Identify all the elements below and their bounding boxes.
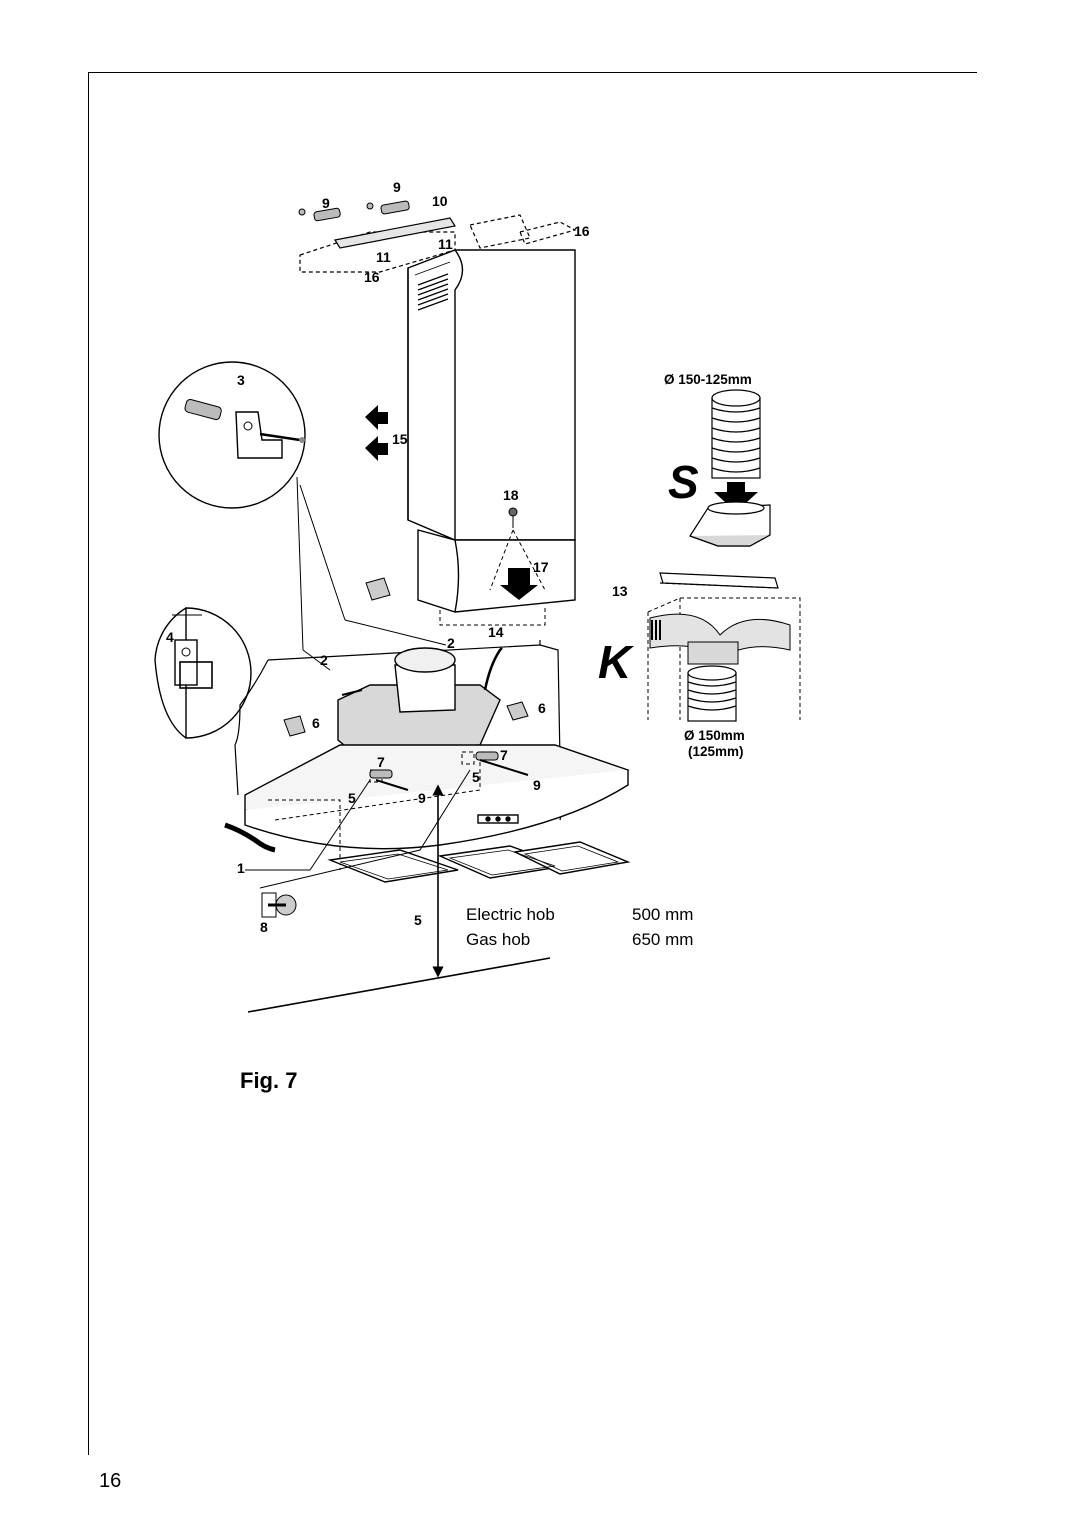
k-ceiling-box	[647, 597, 801, 720]
callout-6-left: 6	[312, 715, 320, 731]
ducting-roll-k	[687, 665, 737, 722]
hob-type-gas: Gas hob	[466, 930, 530, 949]
lower-chimney	[417, 529, 576, 613]
arrow-17	[500, 568, 538, 600]
hob-distance-electric: 500 mm	[632, 905, 693, 924]
leader-lines-left	[245, 769, 471, 889]
diameter-label-bottom-alt: (125mm)	[688, 744, 744, 759]
callout-5-distance: 5	[414, 912, 422, 928]
callout-9-top: 9	[393, 179, 401, 195]
hob-type-electric: Electric hob	[466, 905, 555, 924]
callout-5-mid: 5	[472, 769, 480, 785]
brackets-6	[283, 577, 529, 737]
ducting-roll	[711, 389, 761, 479]
callout-3: 3	[237, 372, 245, 388]
callout-17: 17	[533, 559, 549, 575]
callout-8: 8	[260, 919, 268, 935]
chimney-vent-slots	[417, 273, 449, 311]
callout-1: 1	[237, 860, 245, 876]
diameter-label-top: Ø 150-125mm	[664, 372, 752, 387]
arrow-down-s	[714, 482, 758, 512]
hob-distance-gas: 650 mm	[632, 930, 693, 949]
config-letter-k: K	[598, 636, 634, 688]
callout-5-left: 5	[348, 790, 356, 806]
upper-chimney	[407, 249, 576, 541]
page-number: 16	[99, 1470, 122, 1492]
callout-4: 4	[166, 629, 174, 645]
figure-caption: Fig. 7	[240, 1068, 298, 1093]
motor-housing	[337, 647, 501, 751]
config-letter-s: S	[668, 456, 699, 508]
callout-16-right: 16	[574, 223, 590, 239]
mounting-bar-13	[659, 572, 779, 589]
item-1-flex	[224, 822, 276, 853]
item-8-screw	[261, 892, 297, 918]
callout-14: 14	[488, 624, 504, 640]
screw-18	[508, 507, 518, 528]
page-frame-left	[88, 72, 89, 1455]
detail-circle-4	[154, 607, 252, 739]
screws-9-lower	[375, 759, 529, 791]
callout-18: 18	[503, 487, 519, 503]
callout-9-lower-left: 9	[418, 790, 426, 806]
grease-filters	[327, 841, 631, 883]
arrows-15	[365, 405, 388, 461]
callout-7-left: 7	[377, 754, 385, 770]
callout-2-right: 2	[447, 635, 455, 651]
diameter-label-bottom: Ø 150mm	[684, 728, 745, 743]
outlet-adapter	[689, 501, 771, 547]
callout-9-lower-right: 9	[533, 777, 541, 793]
callout-13: 13	[612, 583, 628, 599]
callout-2-left: 2	[320, 652, 328, 668]
hob-line	[247, 957, 551, 1013]
callout-9-left: 9	[322, 195, 330, 211]
callout-6-right: 6	[538, 700, 546, 716]
wall-plugs-lower	[369, 751, 499, 779]
callout-15: 15	[392, 431, 408, 447]
detail-circle-3	[158, 361, 306, 509]
callout-7-right: 7	[500, 747, 508, 763]
callout-11-left: 11	[376, 249, 391, 265]
callout-16-left: 16	[364, 269, 380, 285]
page-frame-top	[88, 72, 977, 73]
wall-plugs-upper	[298, 200, 410, 222]
callout-10: 10	[432, 193, 448, 209]
callout-11-right: 11	[438, 236, 453, 252]
